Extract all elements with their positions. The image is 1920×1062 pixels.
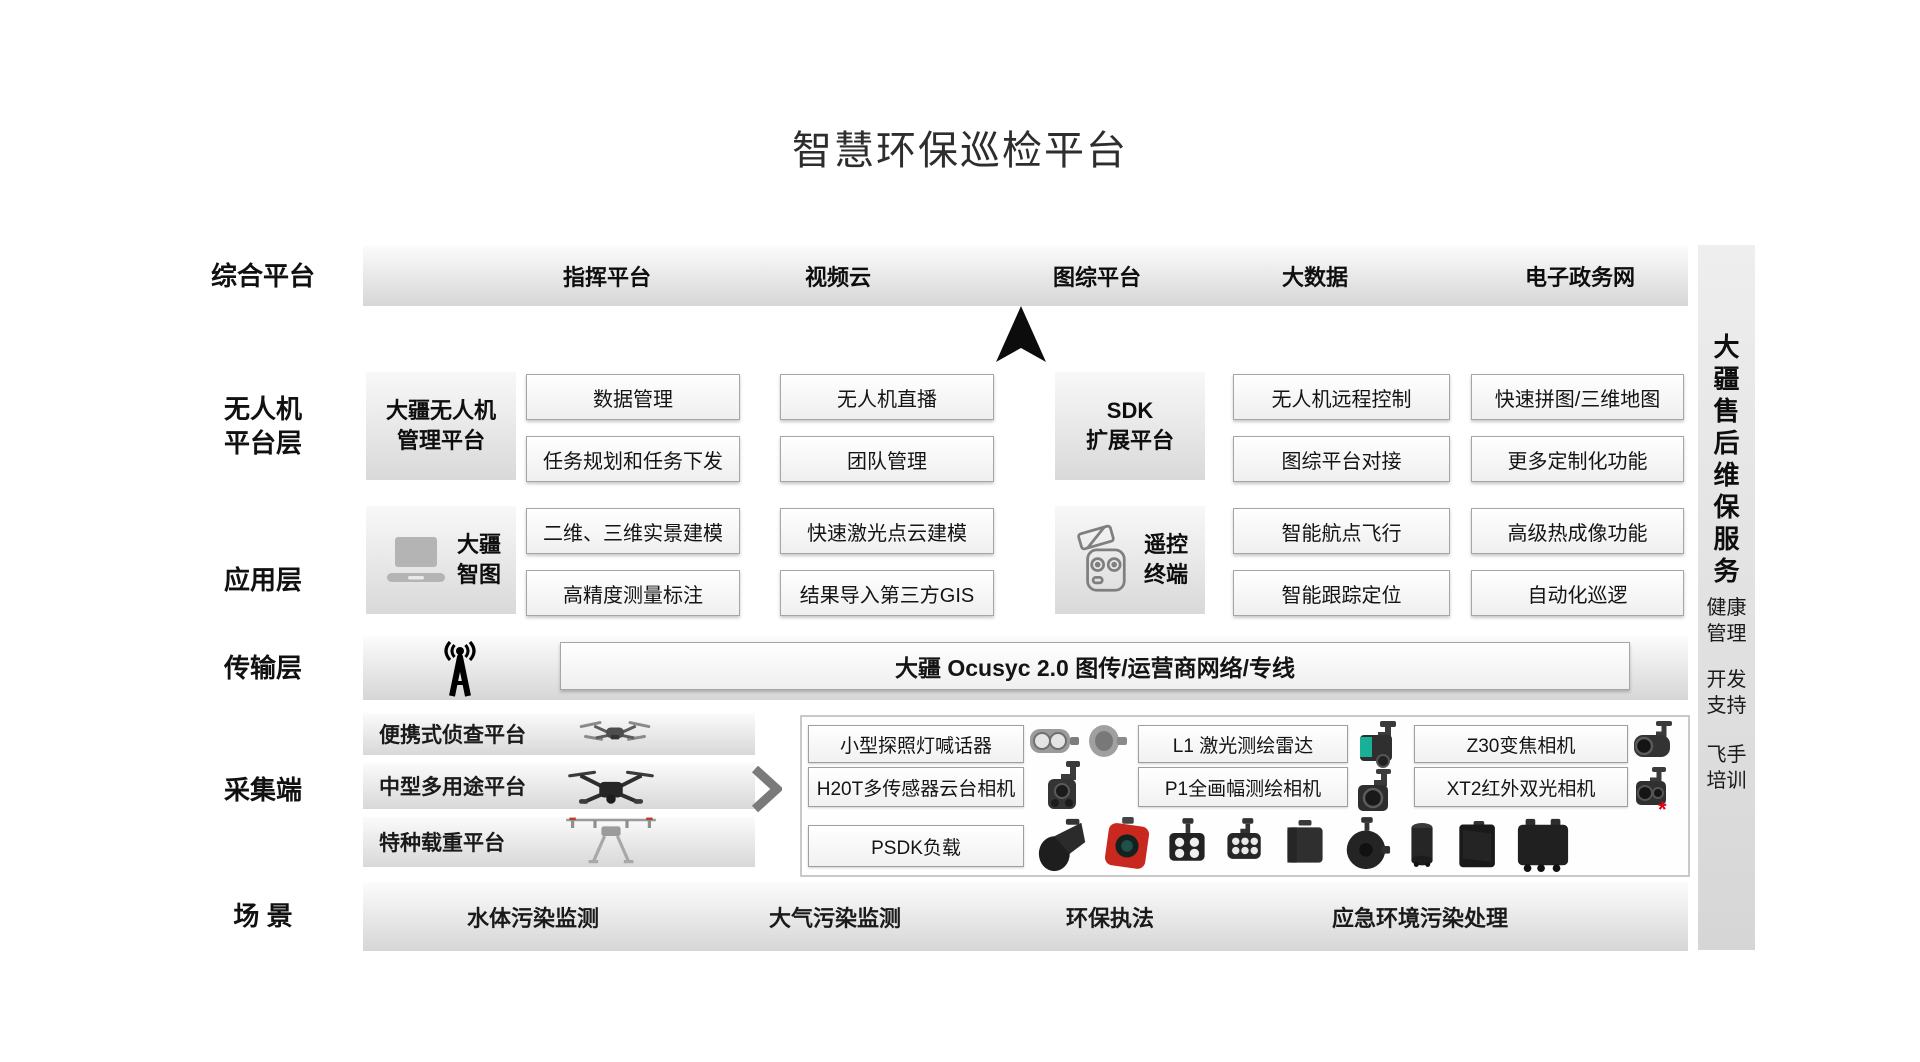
- rc-feature-autopatrol: 自动化巡逻: [1471, 570, 1684, 616]
- sdk-feature-fastmap: 快速拼图/三维地图: [1471, 374, 1684, 420]
- integrated-item-mapping: 图综平台: [1052, 264, 1142, 290]
- sdk-feature-dock: 图综平台对接: [1233, 436, 1450, 482]
- psdk-horn-speaker-photo: [1036, 817, 1090, 873]
- heavy-drone-photo: [562, 812, 660, 868]
- layer-label-uav: 无人机 平台层: [178, 392, 348, 460]
- spotlight-photo: [1028, 723, 1080, 759]
- sdk-platform-line1: SDK: [1106, 398, 1154, 423]
- psdk-case-photo: [1454, 817, 1502, 873]
- manage-feature-data: 数据管理: [526, 374, 740, 420]
- integrated-item-videocloud: 视频云: [804, 264, 872, 290]
- service-pilot-training: 飞手培训: [1706, 744, 1747, 792]
- h20t-photo: [1040, 761, 1088, 819]
- p1-photo: [1350, 769, 1400, 819]
- aftersales-sidebar: 大疆售后维保服务 健康管理 开发支持 飞手培训: [1698, 245, 1755, 950]
- terra-box: 大疆 智图: [366, 506, 516, 614]
- rc-terminal-line2: 终端: [1143, 562, 1188, 587]
- layer-label-uav-line1: 无人机: [223, 394, 302, 424]
- footnote-asterisk: *: [1658, 797, 1667, 822]
- payload-container: 小型探照灯喊话器 L1 激光测绘雷达 Z30变焦相机 H20T多传感器云台相机 …: [800, 715, 1690, 877]
- layer-label-transmission: 传输层: [223, 653, 302, 683]
- speaker-photo: [1086, 721, 1128, 761]
- psdk-cylinder-photo: [1400, 817, 1444, 873]
- psdk-backpack-photo: [1514, 817, 1572, 873]
- platform-label-heavy: 特种载重平台: [379, 832, 505, 855]
- rc-feature-thermal: 高级热成像功能: [1471, 508, 1684, 554]
- integrated-item-egov: 电子政务网: [1524, 264, 1636, 290]
- antenna-icon: [432, 638, 488, 698]
- terra-line2: 智图: [456, 562, 501, 587]
- terra-feature-lidar: 快速激光点云建模: [780, 508, 994, 554]
- terra-feature-measure: 高精度测量标注: [526, 570, 740, 616]
- layer-label-integrated: 综合平台: [210, 261, 315, 291]
- manage-platform-line1: 大疆无人机: [385, 398, 496, 423]
- platform-strip-heavy: 特种载重平台: [363, 817, 755, 867]
- scenarios-band: 水体污染监测 大气污染监测 环保执法 应急环境污染处理: [363, 882, 1688, 951]
- sdk-platform-line2: 扩展平台: [1085, 428, 1174, 453]
- xt2-photo: [1628, 767, 1676, 813]
- scenario-air: 大气污染监测: [768, 905, 902, 931]
- psdk-round-pod-photo: [1340, 817, 1392, 873]
- psdk-box-device-photo: [1280, 817, 1330, 873]
- transmission-link-box: 大疆 Ocusyc 2.0 图传/运营商网络/专线: [560, 642, 1630, 690]
- rc-feature-waypoint: 智能航点飞行: [1233, 508, 1450, 554]
- platform-strip-medium: 中型多用途平台: [363, 763, 755, 809]
- integrated-item-command: 指挥平台: [562, 264, 652, 290]
- platform-label-portable: 便携式侦查平台: [379, 724, 526, 747]
- terra-feature-modeling: 二维、三维实景建模: [526, 508, 740, 554]
- medium-drone-photo: [568, 760, 654, 810]
- payload-box-l1: L1 激光测绘雷达: [1138, 725, 1348, 763]
- terra-feature-gis: 结果导入第三方GIS: [780, 570, 994, 616]
- integrated-item-bigdata: 大数据: [1281, 264, 1349, 290]
- aftersales-title: 大疆售后维保服务: [1713, 332, 1740, 586]
- rc-feature-tracking: 智能跟踪定位: [1233, 570, 1450, 616]
- service-dev-support: 开发支持: [1706, 669, 1747, 717]
- layer-label-uav-line2: 平台层: [223, 428, 302, 458]
- scenario-water: 水体污染监测: [466, 905, 600, 931]
- layer-label-collection: 采集端: [223, 775, 302, 805]
- payload-box-xt2: XT2红外双光相机: [1414, 767, 1628, 807]
- rc-controller-icon: [1072, 522, 1138, 598]
- z30-photo: [1628, 721, 1680, 763]
- chevron-right-icon: [752, 766, 782, 812]
- sdk-feature-custom: 更多定制化功能: [1471, 436, 1684, 482]
- manage-platform-line2: 管理平台: [396, 428, 485, 453]
- psdk-red-device-photo: [1100, 817, 1154, 873]
- payload-box-h20t: H20T多传感器云台相机: [808, 767, 1024, 807]
- manage-feature-mission: 任务规划和任务下发: [526, 436, 740, 482]
- terra-line1: 大疆: [456, 532, 501, 557]
- scenario-emergency: 应急环境污染处理: [1331, 905, 1509, 931]
- manage-feature-team: 团队管理: [780, 436, 994, 482]
- laptop-icon: [381, 535, 451, 585]
- manage-platform-box: 大疆无人机 管理平台: [366, 372, 516, 480]
- service-health: 健康管理: [1706, 597, 1747, 645]
- rc-terminal-line1: 遥控: [1143, 532, 1188, 557]
- psdk-light-panel-photo: [1162, 817, 1212, 873]
- sdk-feature-remote: 无人机远程控制: [1233, 374, 1450, 420]
- l1-lidar-photo: [1350, 721, 1404, 769]
- layer-label-scenarios: 场 景: [233, 901, 293, 931]
- psdk-gimbal-light-photo: [1220, 817, 1270, 873]
- payload-box-p1: P1全画幅测绘相机: [1138, 767, 1348, 807]
- payload-box-spotlight-speaker: 小型探照灯喊话器: [808, 725, 1024, 763]
- rc-terminal-box: 遥控 终端: [1055, 506, 1205, 614]
- manage-feature-live: 无人机直播: [780, 374, 994, 420]
- sdk-platform-box: SDK 扩展平台: [1055, 372, 1205, 480]
- payload-box-psdk: PSDK负载: [808, 825, 1024, 867]
- page-title: 智慧环保巡检平台: [792, 129, 1128, 173]
- layer-label-application: 应用层: [223, 565, 302, 595]
- integrated-band: 指挥平台 视频云 图综平台 大数据 电子政务网: [363, 245, 1688, 306]
- portable-drone-photo: [578, 716, 652, 748]
- payload-box-z30: Z30变焦相机: [1414, 725, 1628, 763]
- platform-strip-portable: 便携式侦查平台: [363, 713, 755, 755]
- scenario-enforcement: 环保执法: [1065, 905, 1155, 931]
- up-arrow-icon: [996, 306, 1046, 362]
- platform-label-medium: 中型多用途平台: [379, 776, 526, 799]
